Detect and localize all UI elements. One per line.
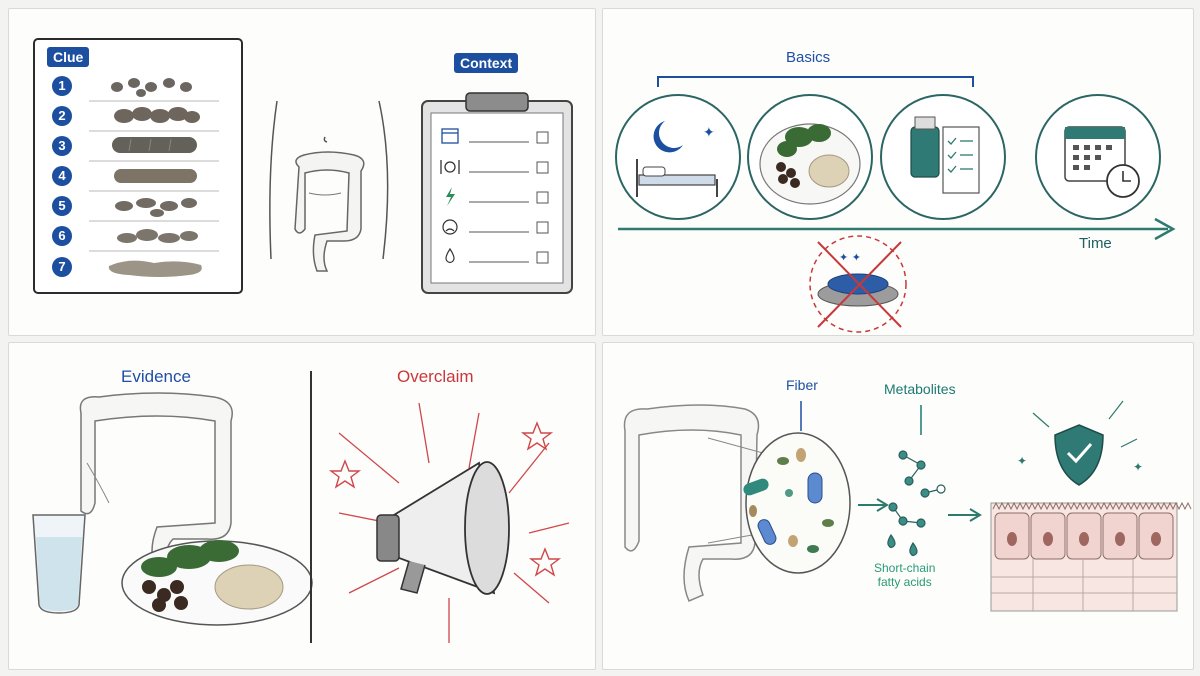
scfa-molecules [887,450,946,557]
colon-illustration [623,404,760,602]
stool-type-5 [115,198,197,217]
water-glass-icon [32,514,86,614]
scale-number-4: 4 [52,166,72,186]
fork-plate-knife-icon [440,160,460,174]
arrow-2 [948,508,982,522]
scale-number-5: 5 [52,196,72,216]
scfa-label-line-2: fatty acids [877,575,932,589]
colon-illustration [79,392,233,572]
sleep-icon: ✦ [615,94,741,220]
arrow-1 [858,498,889,512]
magic-button-icon: ✦ ✦ [809,235,907,333]
basics-bracket [657,76,974,87]
stool-type-2 [114,107,200,123]
svg-text:✦: ✦ [1133,460,1143,474]
svg-text:✦: ✦ [703,125,715,141]
basics-label: Basics [786,49,831,66]
shield-check-icon: ✦ ✦ [1017,400,1143,486]
gut-barrier-illustration [990,501,1192,612]
torso-outline [269,100,389,260]
scale-number-6: 6 [52,226,72,246]
stool-type-4 [114,169,197,183]
lightning-icon [446,187,455,206]
svg-text:✦: ✦ [1017,454,1027,468]
frown-face-icon [442,219,458,235]
food-plate-icon [121,540,313,626]
metabolites-label: Metabolites [884,381,956,397]
scale-number-7: 7 [52,257,72,277]
scale-number-3: 3 [52,136,72,156]
megaphone-icon [328,402,570,643]
basics-illustration: ✦ [615,76,1176,333]
panel-stool-clues: Clue Context 1 2 3 4 5 6 7 [8,8,596,336]
panel-evidence-overclaim: Evidence Overclaim [8,342,596,670]
scale-number-1: 1 [52,76,72,96]
evidence-illustration [32,371,570,643]
microbiome-magnifier [743,432,851,574]
water-drop-icon [445,247,455,264]
colon-illustration [294,151,365,272]
scale-card [33,38,243,294]
overclaim-label: Overclaim [397,367,474,386]
clue-label: Clue [47,47,90,67]
stool-type-1 [111,78,192,97]
supplement-checklist-icon [880,94,1006,220]
stool-type-6 [117,229,198,243]
stool-type-3 [112,137,197,153]
calendar-icon [441,128,459,144]
stool-type-7 [108,260,202,277]
panel-fiber-metabolites: ✦ ✦ Fiber Metabolites Short-chain fatty … [602,342,1194,670]
food-plate-icon [747,94,873,220]
scfa-label: Short-chain fatty acids [874,561,935,589]
stool-illustration [33,38,573,294]
scfa-label-line-1: Short-chain [874,561,936,575]
panel-basics-time: ✦ [602,8,1194,336]
calendar-clock-icon [1035,94,1161,220]
metabolites-illustration: ✦ ✦ [623,400,1192,612]
svg-text:✦ ✦: ✦ ✦ [839,251,861,264]
time-label: Time [1079,235,1112,252]
context-label: Context [454,53,519,73]
fiber-label: Fiber [786,377,818,393]
scale-number-2: 2 [52,106,72,126]
evidence-label: Evidence [121,367,191,386]
